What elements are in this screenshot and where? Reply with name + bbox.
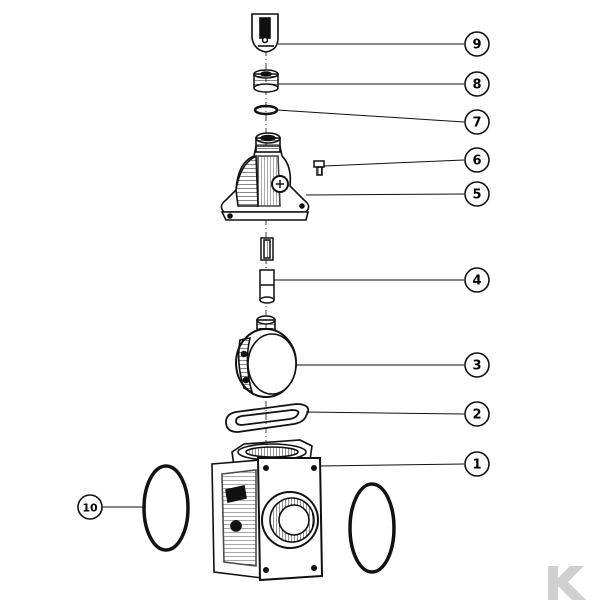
part-10-ring-left [142,464,190,552]
callout-9: 9 [464,31,490,57]
part-6-screw [313,160,325,176]
part-10-ring-right [348,482,396,574]
leader-1 [319,463,465,467]
leader-6 [323,159,465,167]
callout-1: 1 [464,451,490,477]
callout-10: 10 [77,494,103,520]
callout-5-label: 5 [472,188,481,203]
leader-2 [305,411,465,415]
callout-2: 2 [464,401,490,427]
callout-10-label: 10 [82,502,98,515]
callout-7-label: 7 [472,116,481,131]
callouts: 9 8 7 6 5 4 3 2 [77,31,490,520]
part-1-valve-body [211,439,324,582]
part-4-stem [259,237,275,304]
callout-3: 3 [464,352,490,378]
part-2-gasket [225,403,310,433]
callout-5: 5 [464,181,490,207]
callout-3-label: 3 [472,359,481,374]
part-9-clevis [251,13,279,53]
leader-5 [305,193,465,196]
callout-1-label: 1 [472,458,481,473]
watermark-logo [548,566,586,600]
callout-4-label: 4 [472,274,481,289]
callout-6: 6 [464,147,490,173]
part-5-bonnet [220,132,310,221]
callout-2-label: 2 [472,408,481,423]
leader-lines [102,43,465,508]
callout-8: 8 [464,71,490,97]
callout-8-label: 8 [472,78,481,93]
callout-9-label: 9 [472,38,481,53]
part-8-gland-nut [253,69,279,93]
part-3-gate-disc [235,315,297,398]
leader-7 [276,109,465,123]
callout-7: 7 [464,109,490,135]
part-7-o-ring [253,104,279,116]
callout-4: 4 [464,267,490,293]
callout-6-label: 6 [472,154,481,169]
